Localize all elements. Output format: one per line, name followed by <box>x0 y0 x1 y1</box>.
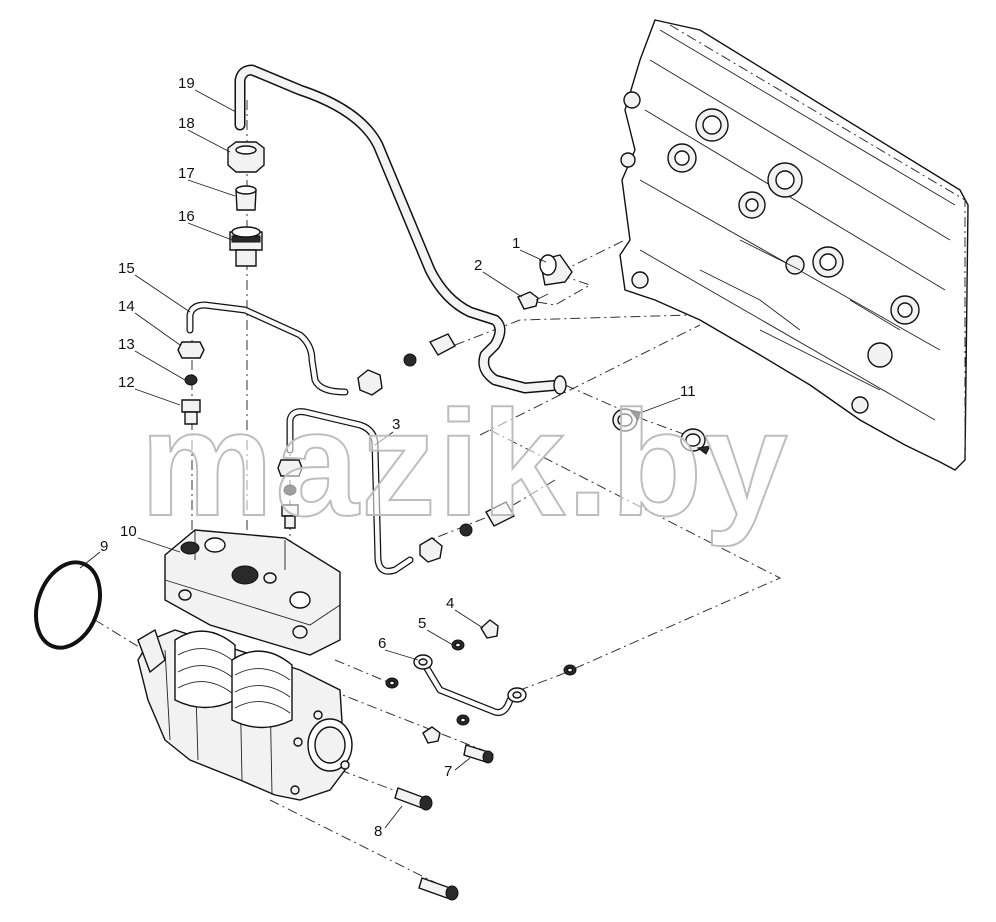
callout-18: 18 <box>178 115 195 132</box>
callout-7: 7 <box>444 763 452 780</box>
watermark: mazik.by <box>140 379 790 547</box>
fittings-12-14 <box>177 341 205 425</box>
air-pipe <box>234 64 567 395</box>
bolts <box>385 619 577 901</box>
callout-15: 15 <box>118 260 135 277</box>
callout-5: 5 <box>418 615 426 632</box>
tube-15 <box>186 301 349 396</box>
callout-3: 3 <box>392 416 400 433</box>
engine-block <box>619 19 969 471</box>
parts-1-2 <box>517 254 573 310</box>
fittings-16-18 <box>227 141 265 267</box>
callout-14: 14 <box>118 298 135 315</box>
callout-4: 4 <box>446 595 454 612</box>
fittings-mid <box>357 333 515 563</box>
callout-6: 6 <box>378 635 386 652</box>
callout-12: 12 <box>118 374 135 391</box>
callout-labels: 1 2 3 4 5 6 7 8 9 10 11 12 13 14 15 16 1… <box>100 75 696 840</box>
air-compressor <box>137 529 353 801</box>
gasket-9 <box>34 560 102 650</box>
callout-9: 9 <box>100 538 108 555</box>
fittings-tube3-left <box>277 459 303 529</box>
callout-8: 8 <box>374 823 382 840</box>
clamps-11 <box>612 408 711 455</box>
callout-2: 2 <box>474 257 482 274</box>
callout-1: 1 <box>512 235 520 252</box>
oil-line-6 <box>413 654 527 716</box>
callout-13: 13 <box>118 336 135 353</box>
callout-19: 19 <box>178 75 195 92</box>
callout-11: 11 <box>680 383 696 400</box>
callout-10: 10 <box>120 523 137 540</box>
callout-17: 17 <box>178 165 195 182</box>
tube-3 <box>286 408 414 575</box>
leader-lines <box>79 89 681 829</box>
callout-16: 16 <box>178 208 195 225</box>
